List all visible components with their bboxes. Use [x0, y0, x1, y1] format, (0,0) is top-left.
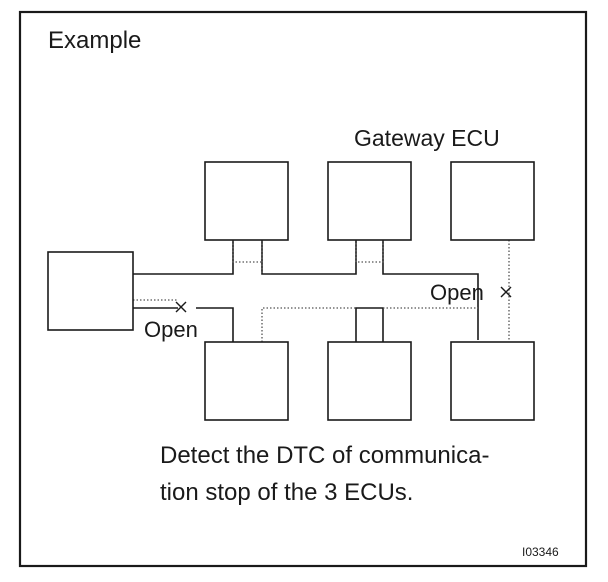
- ecu-box-top-1: [204, 161, 289, 241]
- open-circuit-marker-right: [500, 286, 512, 298]
- ecu-box-left: [47, 251, 134, 331]
- dotted-bus-path-3: [355, 240, 384, 263]
- lower-ecu-2-stub: [355, 307, 384, 342]
- description-line-2: tion stop of the 3 ECUs.: [160, 479, 413, 506]
- figure-code: I03346: [522, 545, 559, 559]
- ecu-box-bottom-3: [450, 341, 535, 421]
- dotted-bus-path-2: [232, 240, 262, 263]
- gateway-ecu-label: Gateway ECU: [354, 125, 500, 151]
- ecu-box-top-2: [327, 161, 412, 241]
- ecu-box-bottom-2: [327, 341, 412, 421]
- main-bus-lower-line: [196, 307, 234, 342]
- ecu-box-bottom-1: [204, 341, 289, 421]
- example-title: Example: [48, 27, 141, 54]
- main-bus-upper-line-3: [382, 240, 479, 340]
- open-label-right: Open: [430, 280, 484, 305]
- open-circuit-marker-left: [175, 301, 187, 313]
- open-label-left: Open: [144, 317, 198, 342]
- description-line-1: Detect the DTC of communica-: [160, 442, 489, 469]
- dotted-bus-path-4: [261, 307, 356, 342]
- gateway-ecu-box: [450, 161, 535, 241]
